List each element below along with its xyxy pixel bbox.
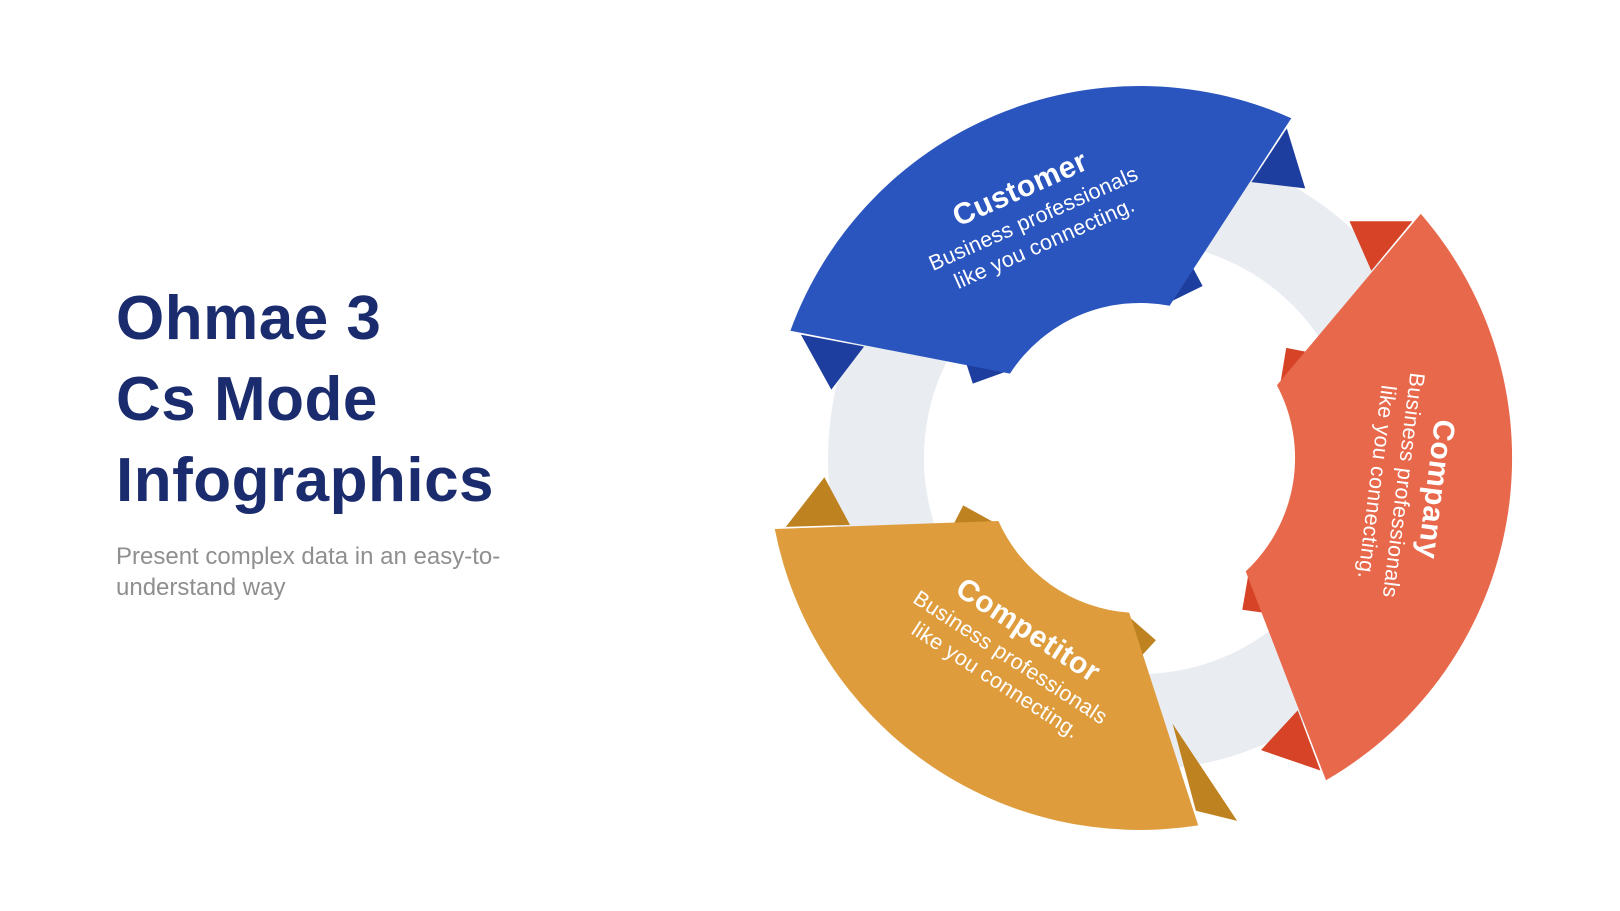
page-title-line-3: Infographics [116, 446, 495, 515]
segment-competitor-fold [785, 477, 850, 527]
page-title-line-2: Cs Mode [116, 365, 378, 434]
page-subtitle-line-2: understand way [116, 574, 286, 601]
page-title-line-1: Ohmae 3 [116, 284, 382, 353]
page-subtitle: Present complex data in an easy-to- unde… [116, 541, 676, 603]
segment-customer-arc [790, 86, 1292, 374]
segment-company-fold [1261, 710, 1321, 771]
page-title: Ohmae 3 Cs Mode Infographics [116, 278, 676, 521]
segment-competitor-fold [1172, 723, 1238, 821]
segment-company-fold [1349, 221, 1413, 271]
segment-customer-fold [1251, 128, 1306, 189]
header-block: Ohmae 3 Cs Mode Infographics Present com… [116, 278, 676, 603]
segment-competitor-arc [774, 521, 1199, 830]
page-subtitle-line-1: Present complex data in an easy-to- [116, 543, 501, 570]
segment-customer-fold [800, 334, 865, 390]
segment-company-arc [1245, 213, 1513, 781]
